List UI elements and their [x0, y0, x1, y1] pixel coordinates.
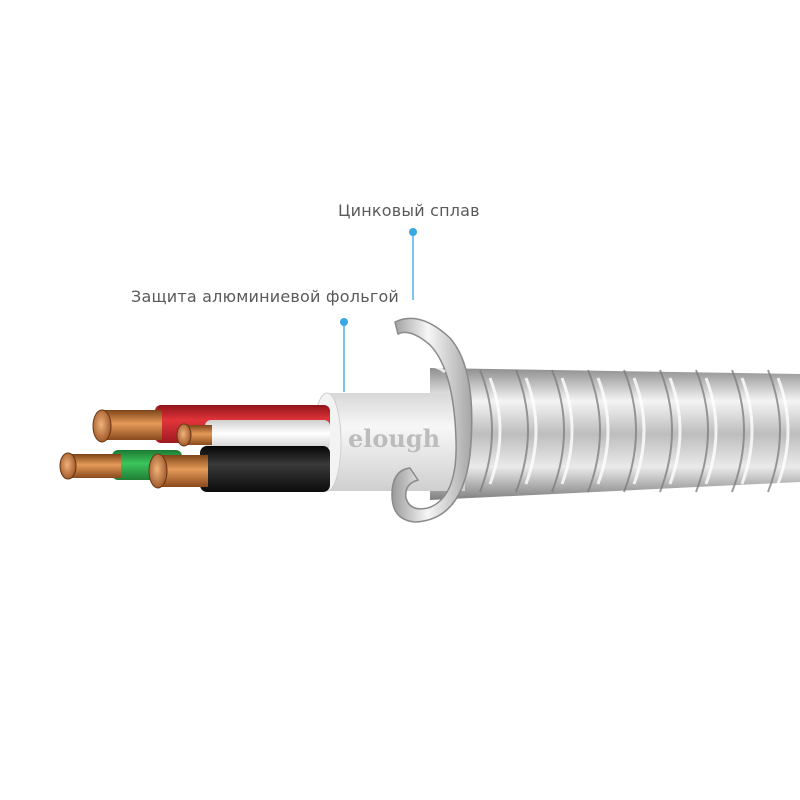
inner-jacket: elough	[312, 392, 465, 492]
callout-foil	[340, 318, 348, 392]
armor-rib	[695, 369, 709, 493]
wire-white	[176, 420, 330, 450]
armor-rib	[587, 369, 601, 493]
armor-strip-loop	[391, 317, 473, 523]
callout-label-aluminum-foil: Защита алюминиевой фольгой	[131, 287, 400, 306]
wire-black	[148, 446, 330, 492]
armor-rib	[767, 369, 781, 493]
armor-rib	[515, 369, 529, 493]
armor-rib-highlight	[632, 377, 646, 485]
armor-rib-highlight	[704, 377, 718, 485]
armor-rib-highlight	[560, 377, 574, 485]
armor-rib	[479, 369, 493, 493]
callout-zinc	[409, 228, 417, 300]
callout-label-zinc-alloy: Цинковый сплав	[338, 201, 480, 220]
armor-rib	[659, 369, 673, 493]
armor-rib-highlight	[524, 377, 538, 485]
armor-rib-highlight	[668, 377, 682, 485]
armor-rib-highlight	[596, 377, 610, 485]
callout-dot-icon	[409, 228, 417, 236]
armor-rib	[551, 369, 565, 493]
armor-rib-highlight	[740, 377, 754, 485]
armor-rib	[731, 369, 745, 493]
callout-dot-icon	[340, 318, 348, 326]
armor-rib	[623, 369, 637, 493]
armor-rib-highlight	[488, 377, 502, 485]
brand-logo: elough	[348, 424, 440, 453]
armor-rib-highlight	[776, 377, 790, 485]
zinc-alloy-armor	[430, 368, 800, 500]
